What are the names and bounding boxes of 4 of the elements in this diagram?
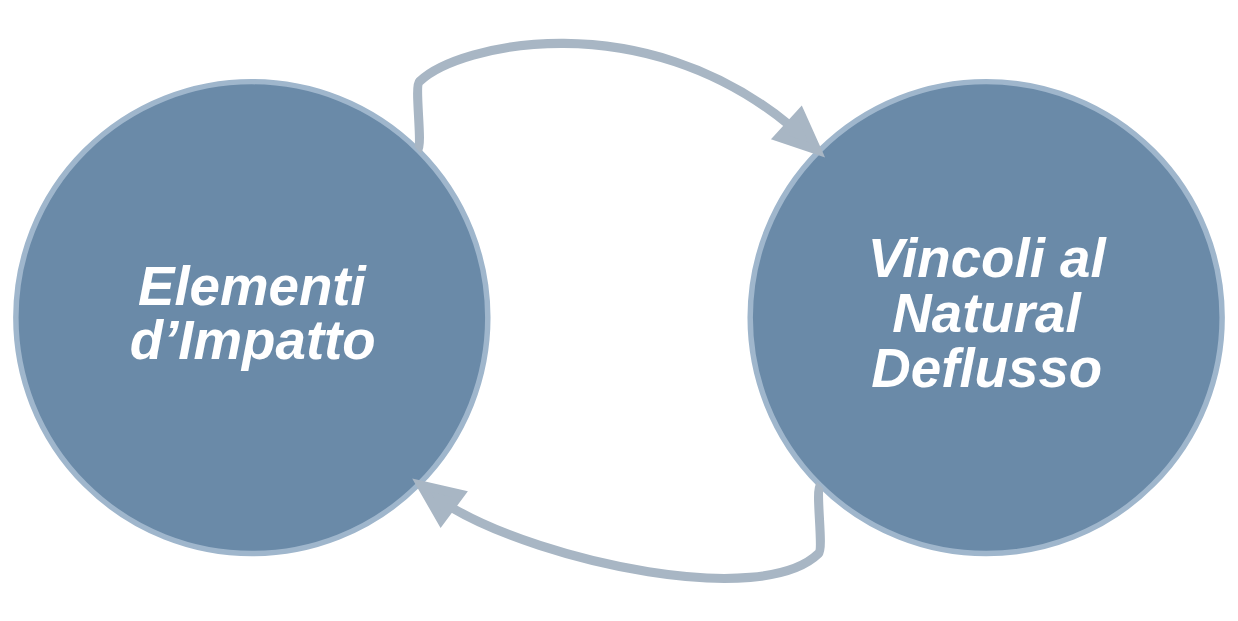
arrow bbox=[413, 38, 826, 158]
arrow bbox=[412, 477, 825, 583]
node-circle: Vincoli al Natural Deflusso bbox=[747, 78, 1225, 556]
node-circle: Elementi d’Impatto bbox=[13, 78, 491, 556]
